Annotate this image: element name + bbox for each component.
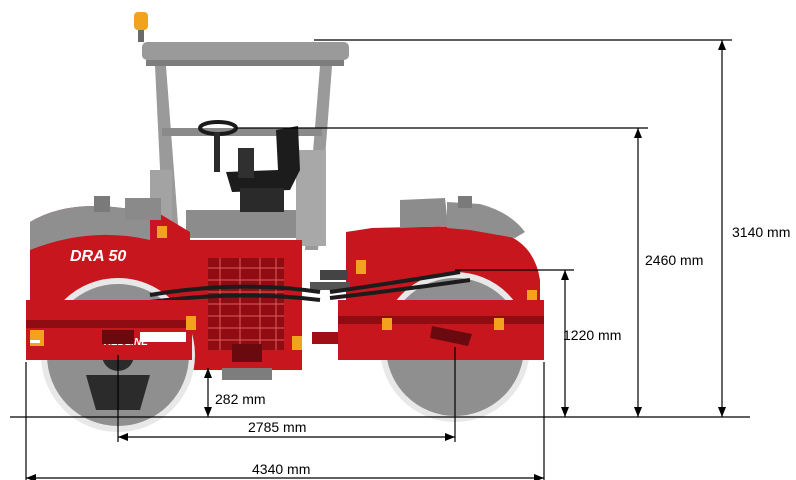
drum-height-label: 1220 mm — [563, 327, 621, 343]
dimension-arrows — [26, 40, 726, 480]
total-length-label: 4340 mm — [252, 461, 310, 477]
roller-machine: DRA 50 — [26, 12, 544, 432]
wheelbase-label: 2785 mm — [248, 419, 306, 435]
front-drum-frame — [312, 300, 544, 360]
rear-drum-housing: DRA 50 — [30, 196, 190, 300]
rear-drum-frame: REDLINE — [26, 300, 196, 360]
dimension-lines — [10, 39, 750, 480]
engine-block — [190, 240, 350, 380]
seat-height-label: 2460 mm — [645, 252, 703, 268]
total-height-label: 3140 mm — [732, 224, 790, 240]
canopy-frame — [142, 42, 349, 250]
dimension-labels: 3140 mm 2460 mm 1220 mm 282 mm 2785 mm 4… — [215, 224, 790, 477]
hydraulic-hoses — [149, 270, 471, 304]
engine-grille — [208, 258, 284, 350]
clearance-label: 282 mm — [215, 391, 266, 407]
operator-seat-icon — [226, 126, 300, 212]
model-logo: DRA 50 — [70, 248, 126, 265]
beacon-light-icon — [134, 12, 148, 42]
